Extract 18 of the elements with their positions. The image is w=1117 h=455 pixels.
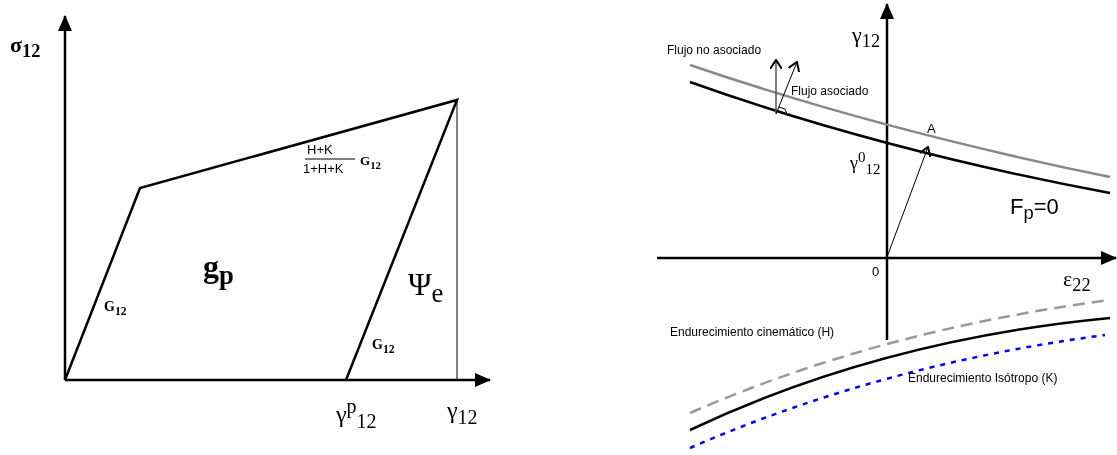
slope-label: G$_{12}$ bbox=[360, 154, 381, 171]
axis-label: γ$_{12}$ bbox=[852, 24, 881, 51]
formula-denominator: 1+H+K bbox=[303, 162, 344, 175]
curve-label: F$_{p}$=0 bbox=[1010, 196, 1059, 223]
slope-label: G$_{12}$ bbox=[372, 338, 395, 356]
curve-label: Endurecimiento Isótropo (K) bbox=[908, 372, 1058, 384]
flow-label: Flujo no asociado bbox=[667, 44, 762, 56]
slope-label: G$_{12}$ bbox=[104, 300, 127, 318]
curve-label: Endurecimiento cinemático (H) bbox=[670, 326, 835, 338]
flow-label: Flujo asociado bbox=[791, 85, 869, 97]
point-label: A bbox=[927, 122, 936, 135]
area-label: g$_{p}$ bbox=[203, 250, 234, 290]
axis-label: ε$_{22}$ bbox=[1063, 268, 1091, 295]
area-label: Ψ$_{e}$ bbox=[408, 268, 444, 308]
formula-numerator: H+K bbox=[307, 143, 333, 156]
axis-label: σ$_{12}$ bbox=[10, 34, 41, 61]
axis-label: γ$_{12}$ bbox=[447, 398, 478, 427]
origin-label: 0 bbox=[872, 265, 880, 278]
